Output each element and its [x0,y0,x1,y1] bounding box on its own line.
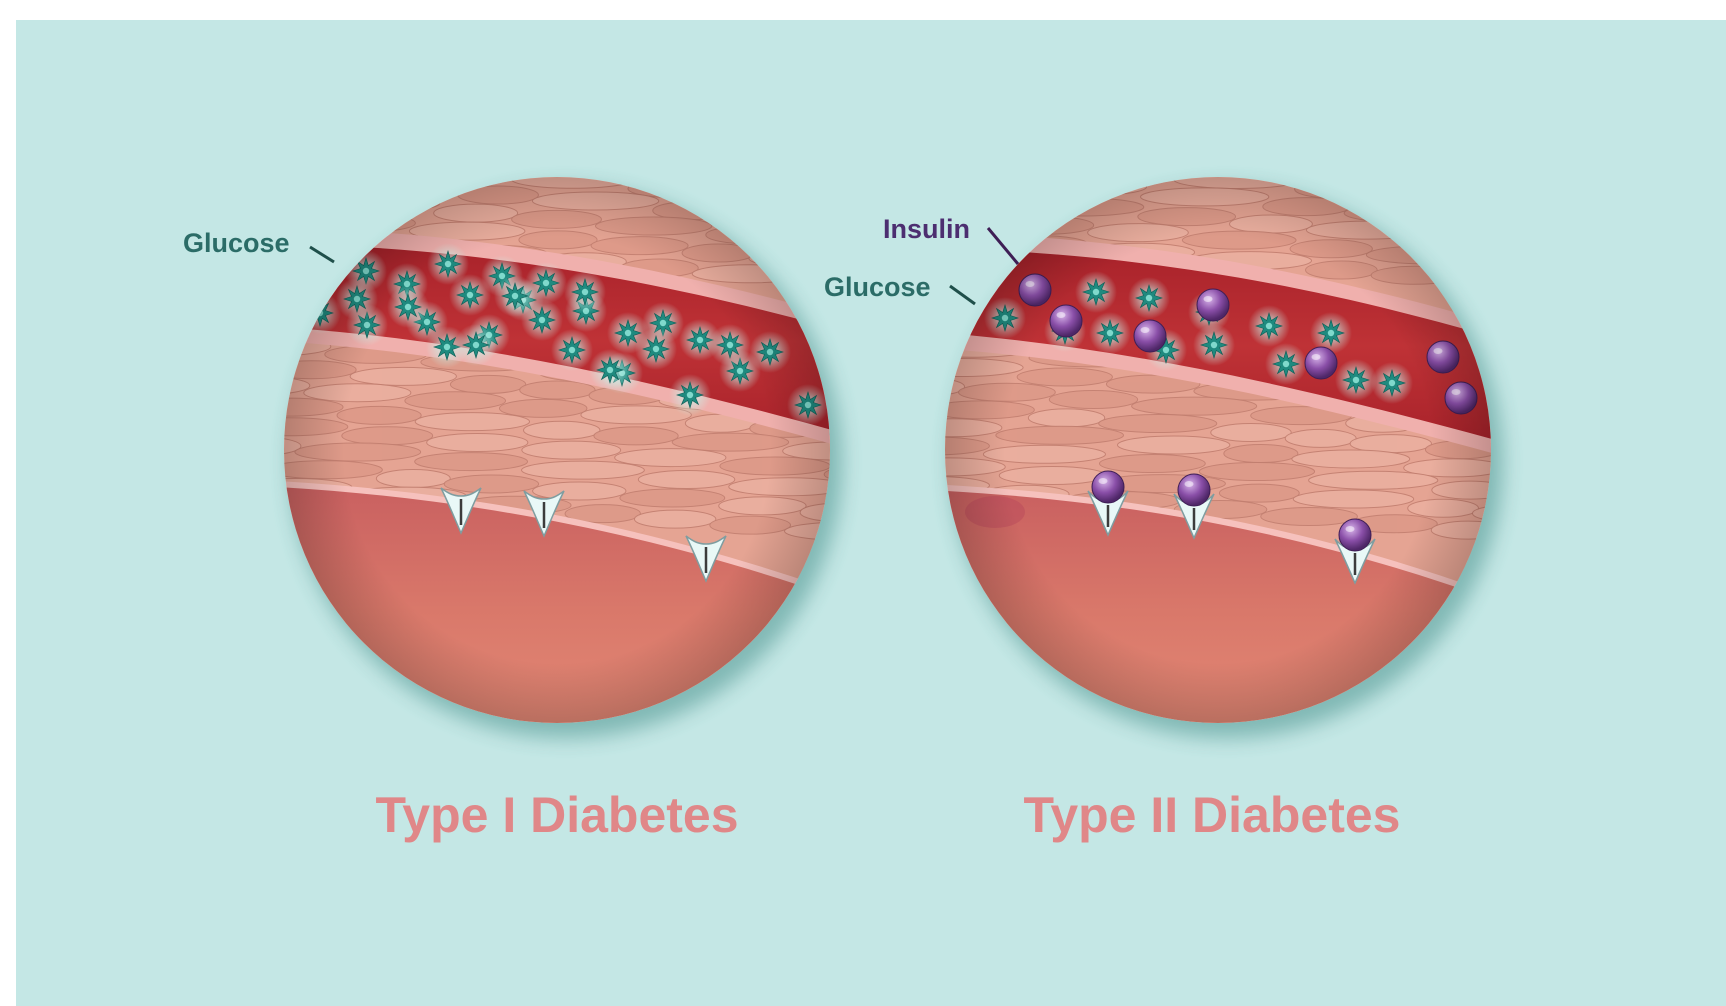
muscle-fiber [417,163,517,181]
glucose-label-right: Glucose [824,272,931,302]
muscle-fiber [842,487,928,505]
muscle-fiber [929,191,1024,209]
muscle-fiber [927,151,1013,169]
muscle-fiber [1086,163,1180,181]
muscle-fiber [1007,157,1092,175]
muscle-fiber [1500,527,1620,545]
insulin-leader-line [988,228,1018,264]
muscle-fiber [338,156,423,174]
muscle-fiber [828,196,903,214]
muscle-fiber [360,178,464,196]
muscle-fiber [1489,406,1587,424]
muscle-fiber [1503,487,1590,505]
muscle-fiber [900,169,1023,187]
muscle-fiber [1483,255,1592,273]
muscle-fiber [1494,446,1606,464]
muscle-fiber [256,170,366,188]
glucose-leader-line-left [310,247,334,262]
muscle-fiber [230,188,317,206]
muscle-fiber [1368,186,1498,204]
muscle-fiber [1492,196,1599,214]
muscle-fiber [1453,273,1531,291]
type1-title: Type I Diabetes [375,787,738,843]
type2-magnified-view [873,151,1620,760]
muscle-fiber [241,149,345,167]
glucose-label-left: Glucose [183,228,290,258]
muscle-fiber [724,207,851,225]
muscle-fiber [1453,213,1535,231]
muscle-fiber [217,207,315,225]
muscle-fiber [717,187,834,205]
muscle-fiber [1425,231,1548,249]
muscle-fiber [311,194,440,212]
type1-magnified-view [215,149,981,760]
type2-title: Type II Diabetes [1024,787,1401,843]
muscle-fiber [1498,466,1613,484]
glucose-leader-line-right [950,286,975,304]
muscle-fiber [749,249,860,267]
insulin-label: Insulin [883,214,970,244]
